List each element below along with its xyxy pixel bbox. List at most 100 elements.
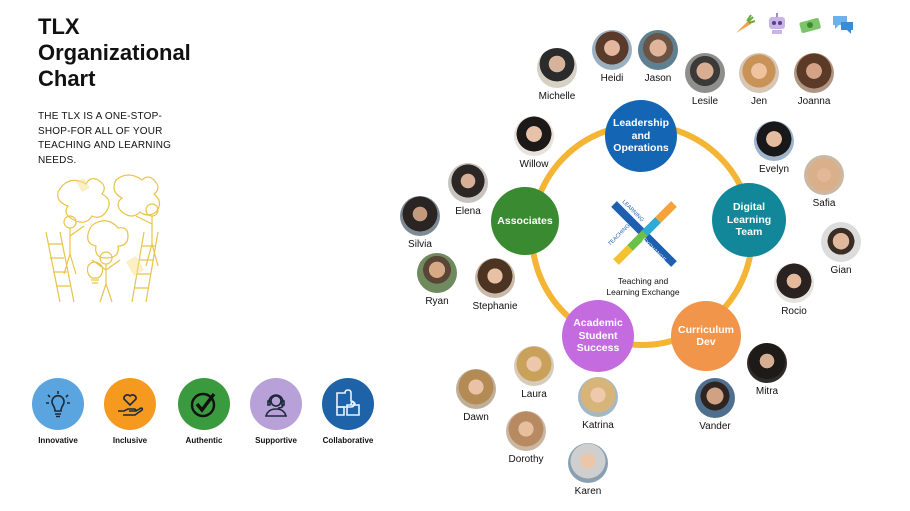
- avatar: [456, 369, 496, 409]
- person-name: Michelle: [538, 91, 576, 102]
- person-michelle: Michelle: [517, 48, 597, 102]
- value-supportive-badge: [250, 378, 302, 430]
- avatar: [592, 30, 632, 70]
- avatar: [400, 196, 440, 236]
- money-icon: [797, 12, 823, 38]
- person-lesile: Lesile: [665, 53, 745, 107]
- value-label: Inclusive: [112, 436, 148, 445]
- value-authentic-badge: [178, 378, 230, 430]
- person-silvia: Silvia: [380, 196, 460, 250]
- value-inclusive-badge: [104, 378, 156, 430]
- avatar: [537, 48, 577, 88]
- person-name: Jason: [644, 73, 672, 84]
- page-title: TLX Organizational Chart: [38, 14, 191, 91]
- person-ryan: Ryan: [397, 253, 477, 307]
- person-evelyn: Evelyn: [734, 121, 814, 175]
- person-heidi: Heidi: [572, 30, 652, 84]
- value-label: Supportive: [255, 436, 297, 445]
- person-vander: Vander: [675, 378, 755, 432]
- checkmark-icon: [190, 392, 216, 418]
- tlx-description: THE TLX IS A ONE-STOP-SHOP-FOR ALL OF YO…: [38, 111, 172, 166]
- person-name: Gian: [830, 265, 852, 276]
- person-name: Mitra: [755, 386, 779, 397]
- value-label: Authentic: [185, 436, 223, 445]
- person-name: Jen: [750, 96, 768, 107]
- person-stephanie: Stephanie: [455, 258, 535, 312]
- avatar: [475, 258, 515, 298]
- person-name: Stephanie: [472, 301, 518, 312]
- heart-hand-icon: [118, 394, 144, 416]
- person-name: Heidi: [600, 73, 624, 84]
- person-joanna: Joanna: [774, 53, 854, 107]
- hub-curriculum-dev: Curriculum Dev: [671, 301, 741, 371]
- lightbulb-icon: [46, 391, 70, 418]
- person-willow: Willow: [494, 116, 574, 170]
- person-name: Joanna: [797, 96, 831, 107]
- person-katrina: Katrina: [558, 377, 638, 431]
- person-name: Laura: [521, 389, 547, 400]
- avatar: [638, 30, 678, 70]
- avatar: [804, 155, 844, 195]
- value-label: Innovative: [38, 436, 78, 445]
- person-name: Ryan: [425, 296, 449, 307]
- person-name: Evelyn: [758, 164, 789, 175]
- person-safia: Safia: [784, 155, 864, 209]
- value-collaborative-badge: [322, 378, 374, 430]
- person-name: Karen: [574, 486, 602, 497]
- person-elena: Elena: [428, 163, 508, 217]
- robot-icon: [764, 10, 790, 36]
- avatar: [417, 253, 457, 293]
- avatar: [685, 53, 725, 93]
- person-laura: Laura: [494, 346, 574, 400]
- person-name: Elena: [455, 206, 481, 217]
- avatar: [774, 263, 814, 303]
- avatar: [568, 443, 608, 483]
- person-dorothy: Dorothy: [486, 411, 566, 465]
- person-jen: Jen: [719, 53, 799, 107]
- avatar: [448, 163, 488, 203]
- avatar: [695, 378, 735, 418]
- value-supportive: Supportive: [236, 378, 316, 445]
- person-name: Vander: [699, 421, 731, 432]
- value-inclusive: Inclusive: [90, 378, 170, 445]
- person-name: Safia: [812, 198, 836, 209]
- puzzle-teamwork-illustration: [45, 174, 161, 303]
- value-innovative-badge: [32, 378, 84, 430]
- tlx-logo: LEARNING TEACHING EXCHANGE: [608, 199, 677, 267]
- hub-digital-learning-team: Digital Learning Team: [712, 183, 786, 257]
- person-name: Dawn: [463, 412, 489, 423]
- person-gian: Gian: [801, 222, 881, 276]
- hub-leadership-operations: Leadership and Operations: [605, 100, 677, 172]
- person-dawn: Dawn: [436, 369, 516, 423]
- person-mitra: Mitra: [727, 343, 807, 397]
- value-collaborative: Collaborative: [308, 378, 388, 445]
- avatar: [514, 116, 554, 156]
- person-name: Lesile: [691, 96, 719, 107]
- value-authentic: Authentic: [164, 378, 244, 445]
- avatar: [754, 121, 794, 161]
- hub-academic-student-success: Academic Student Success: [562, 300, 634, 372]
- puzzle-icon: [336, 389, 360, 416]
- hub-associates: Associates: [491, 187, 559, 255]
- headset-person-icon: [264, 394, 288, 417]
- person-rocio: Rocio: [754, 263, 834, 317]
- person-jason: Jason: [618, 30, 698, 84]
- person-name: Katrina: [582, 420, 614, 431]
- value-innovative: Innovative: [18, 378, 98, 445]
- avatar: [747, 343, 787, 383]
- carrot-icon: [731, 11, 757, 37]
- chat-bubbles-icon: [830, 11, 856, 37]
- logo-word-teaching: TEACHING: [608, 223, 632, 247]
- avatar: [514, 346, 554, 386]
- value-label: Collaborative: [322, 436, 374, 445]
- avatar: [578, 377, 618, 417]
- avatar: [794, 53, 834, 93]
- avatar: [739, 53, 779, 93]
- person-karen: Karen: [548, 443, 628, 497]
- person-name: Silvia: [408, 239, 432, 250]
- person-name: Dorothy: [508, 454, 544, 465]
- person-name: Willow: [519, 159, 549, 170]
- avatar: [821, 222, 861, 262]
- person-name: Rocio: [781, 306, 807, 317]
- tlx-caption: Teaching and Learning Exchange: [606, 276, 680, 297]
